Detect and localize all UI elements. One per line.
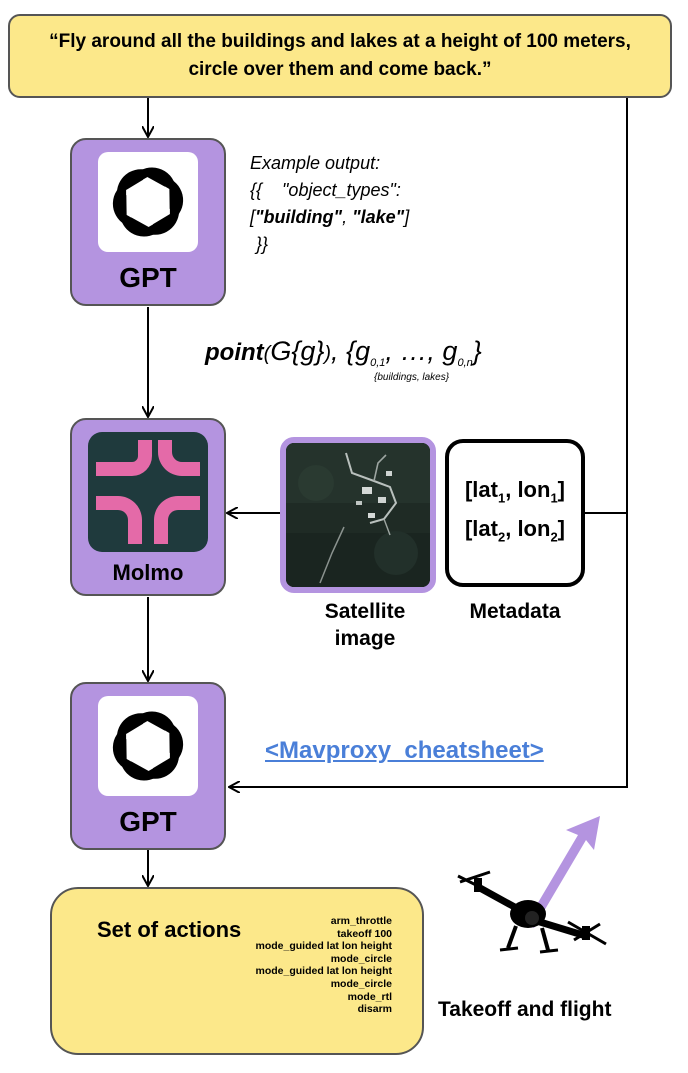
- molmo-label: Molmo: [112, 560, 184, 585]
- action-item: arm_throttle: [330, 915, 392, 927]
- metadata-lat1-sub: 1: [497, 490, 506, 505]
- openai-logo-icon: [112, 711, 184, 781]
- point-comma: ,: [331, 336, 347, 366]
- example-item-building: "building": [255, 207, 343, 227]
- example-brace-open: {{: [250, 180, 263, 200]
- prompt-box: “Fly around all the buildings and lakes …: [8, 14, 672, 98]
- example-line-2: ["building", "lake"]: [250, 204, 409, 231]
- example-line-1: {{ "object_types":: [250, 177, 409, 204]
- gpt-block-top: GPT: [70, 138, 226, 306]
- example-heading: Example output:: [250, 153, 381, 173]
- takeoff-arrow-icon: [526, 816, 600, 928]
- example-bracket-open: [: [250, 207, 256, 227]
- example-brace-close: }}: [256, 234, 269, 254]
- molmo-logo-icon: [96, 440, 200, 544]
- metadata-lon1-sub: 1: [550, 490, 558, 505]
- action-item: mode_rtl: [347, 990, 392, 1003]
- metadata-box: [lat1, lon1] [lat2, lon2]: [445, 439, 585, 587]
- point-expression: point(G{g}), {g0,1, …, g0,n}: [205, 336, 482, 369]
- example-item-lake: "lake": [352, 207, 405, 227]
- metadata-row-1: [lat1, lon1]: [465, 474, 565, 513]
- satellite-caption: Satellite image: [280, 598, 450, 652]
- satellite-image: [280, 437, 436, 593]
- point-set-close: }: [472, 336, 482, 366]
- example-bracket-close: ]: [404, 207, 410, 227]
- metadata-lat2-sub: 2: [497, 529, 506, 545]
- satellite-caption-line-1: Satellite: [324, 600, 406, 623]
- metadata-lat1-label: [lat: [464, 476, 498, 502]
- openai-logo-icon: [112, 167, 184, 237]
- metadata-lon1-label: , lon: [505, 476, 551, 502]
- metadata-lat2-label: [lat: [464, 516, 498, 541]
- action-item: disarm: [357, 1003, 392, 1016]
- molmo-block: Molmo: [70, 418, 226, 596]
- actions-list: arm_throttle takeoff 100 mode_guided lat…: [256, 915, 393, 1016]
- openai-logo-tile: [98, 696, 198, 796]
- molmo-logo-tile: [88, 432, 208, 552]
- metadata-lon2-sub: 2: [550, 529, 558, 545]
- actions-box: Set of actions arm_throttle takeoff 100 …: [50, 887, 424, 1055]
- action-item: mode_circle: [330, 952, 392, 965]
- arrow-prompt-to-gpt2: [230, 513, 628, 787]
- takeoff-caption: Takeoff and flight: [438, 998, 612, 1021]
- example-line-3: }}: [250, 231, 409, 258]
- openai-logo-tile: [98, 152, 198, 252]
- mavproxy-cheatsheet-link[interactable]: <Mavproxy_cheatsheet>: [265, 737, 544, 764]
- point-note: {buildings, lakes}: [374, 372, 450, 383]
- point-sub-first: 0,1: [370, 357, 386, 369]
- point-paren-open: (: [263, 343, 271, 365]
- line-prompt-to-metadata: [585, 98, 628, 514]
- gpt-block-bottom: GPT: [70, 682, 226, 850]
- point-set-mid: , …, g: [385, 336, 458, 366]
- gpt-label: GPT: [119, 262, 177, 293]
- action-item: takeoff 100: [337, 927, 392, 940]
- actions-title: Set of actions: [97, 917, 242, 942]
- satellite-caption-line-2: image: [334, 627, 396, 650]
- point-set-open: {g: [346, 336, 371, 366]
- example-output: Example output: {{ "object_types": ["bui…: [250, 150, 409, 258]
- point-arg: G{g}: [270, 336, 325, 366]
- example-separator: ,: [342, 207, 353, 227]
- metadata-row1-close: ]: [557, 476, 565, 502]
- action-item: mode_guided lat lon height: [255, 940, 393, 953]
- drone-illustration: [457, 816, 607, 954]
- point-paren-close: ): [324, 343, 332, 365]
- point-func: point: [205, 339, 264, 366]
- metadata-caption: Metadata: [469, 600, 561, 623]
- gpt-label: GPT: [119, 806, 177, 837]
- metadata-row2-close: ]: [557, 516, 565, 541]
- drone-icon: [457, 870, 607, 954]
- metadata-lon2-label: , lon: [505, 516, 551, 541]
- example-key: "object_types":: [282, 180, 401, 200]
- metadata-row-2: [lat2, lon2]: [465, 513, 565, 552]
- prompt-text: “Fly around all the buildings and lakes …: [49, 31, 631, 80]
- action-item: mode_circle: [330, 977, 392, 990]
- action-item: mode_guided lat lon height: [255, 965, 393, 978]
- point-sub-last: 0,n: [457, 357, 473, 369]
- satellite-terrain: [286, 443, 430, 587]
